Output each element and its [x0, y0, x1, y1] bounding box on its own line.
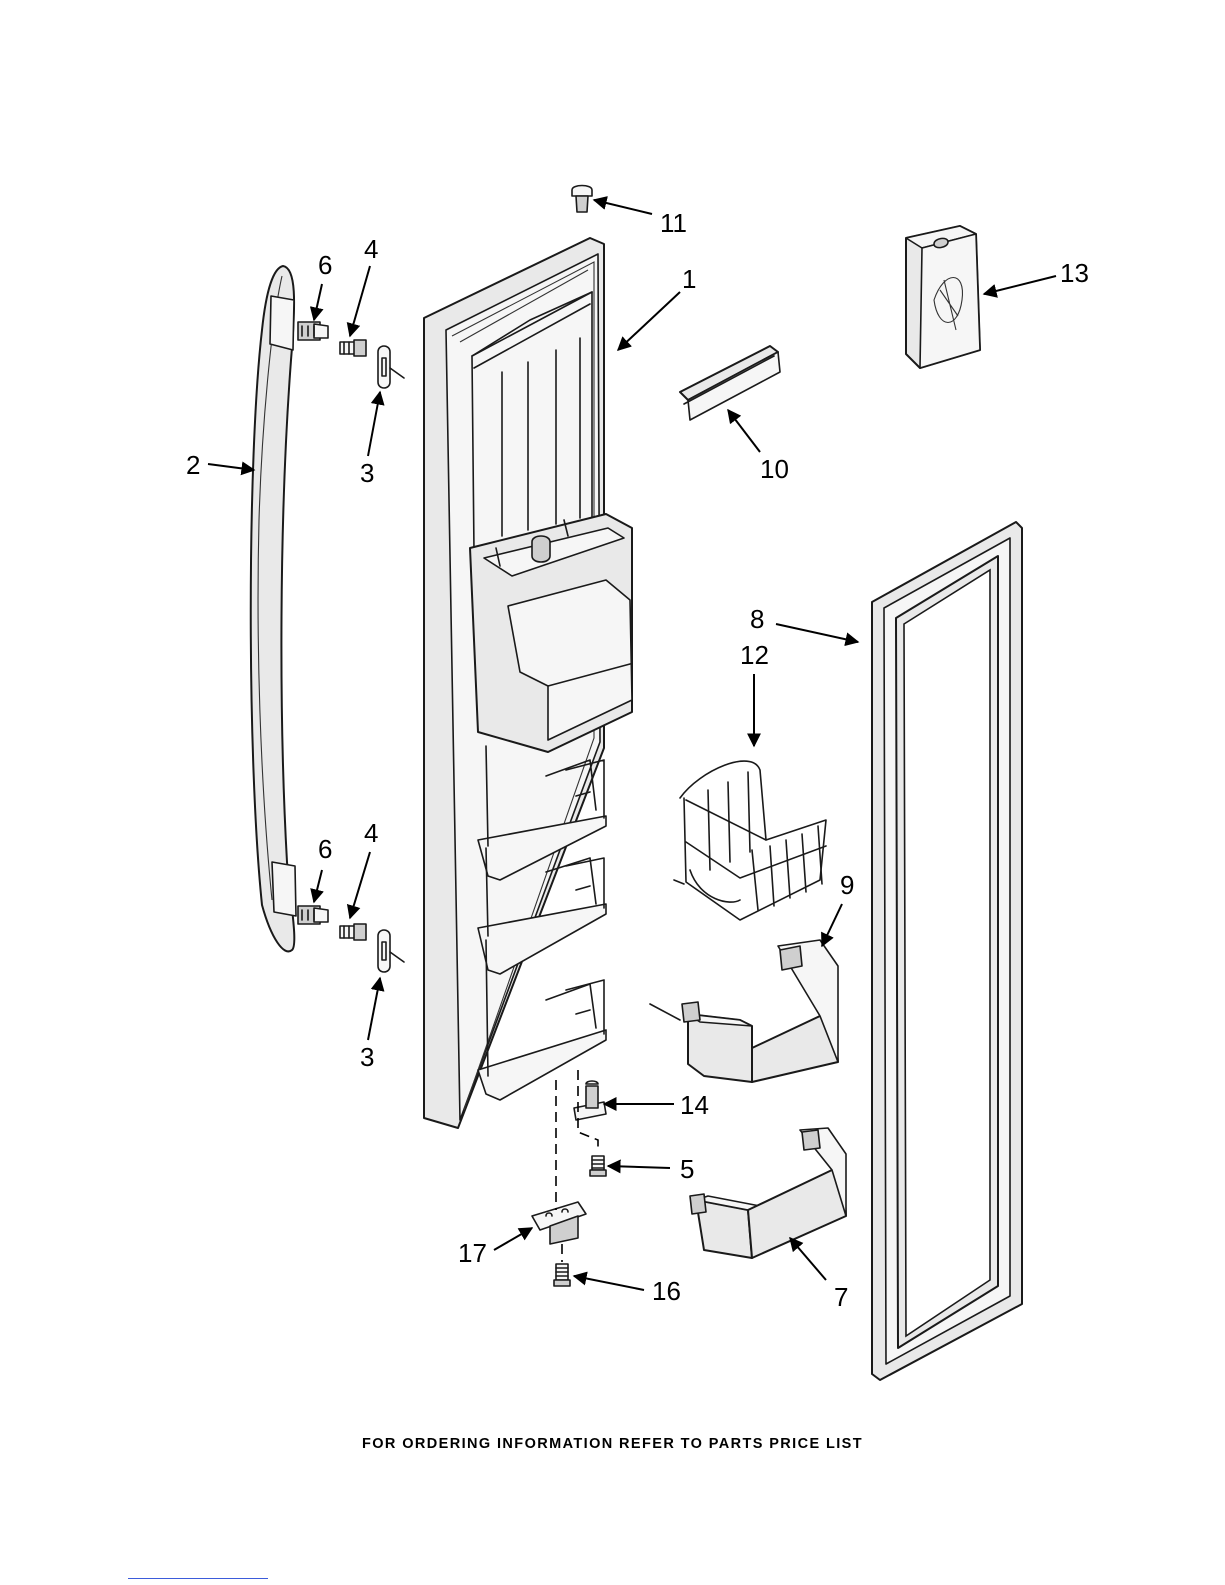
ordering-info-note: FOR ORDERING INFORMATION REFER TO PARTS … — [0, 1436, 1225, 1452]
callout-17: 17 — [458, 1238, 487, 1268]
callout-8: 8 — [750, 604, 764, 634]
callout-11: 11 — [660, 208, 687, 238]
hinge-screw — [590, 1156, 606, 1176]
callout-7: 7 — [834, 1282, 848, 1312]
handle-stud-bottom — [340, 924, 366, 940]
callout-13: 13 — [1060, 258, 1089, 288]
handle-clip-bottom — [378, 930, 404, 972]
door-gasket — [872, 522, 1022, 1380]
trim-strip — [680, 346, 780, 420]
handle-screw-bottom — [298, 906, 328, 924]
callout-6-top: 6 — [318, 250, 332, 280]
bracket-screw — [554, 1264, 570, 1286]
door-liner — [424, 238, 632, 1128]
callout-12: 12 — [740, 640, 769, 670]
callout-4-bottom: 4 — [364, 818, 378, 848]
callout-5: 5 — [680, 1154, 694, 1184]
handle-clip-top — [378, 346, 404, 388]
callout-3-bottom: 3 — [360, 1042, 374, 1072]
door-plug — [572, 186, 592, 213]
door-handle — [251, 266, 296, 951]
handle-screw-top — [298, 322, 328, 340]
callout-14: 14 — [680, 1090, 709, 1120]
callout-1: 1 — [682, 264, 696, 294]
callout-3-top: 3 — [360, 458, 374, 488]
callout-16: 16 — [652, 1276, 681, 1306]
page-link-underline — [128, 1578, 268, 1579]
door-bin-lower — [690, 1128, 846, 1258]
callout-10: 10 — [760, 454, 789, 484]
hinge-bracket — [532, 1202, 586, 1244]
callout-9: 9 — [840, 870, 854, 900]
handle-stud-top — [340, 340, 366, 356]
filter-cover — [906, 226, 980, 368]
door-bin-upper — [650, 940, 838, 1082]
callout-6-bottom: 6 — [318, 834, 332, 864]
callout-4-top: 4 — [364, 234, 378, 264]
wire-basket — [674, 761, 826, 920]
callout-2: 2 — [186, 450, 200, 480]
